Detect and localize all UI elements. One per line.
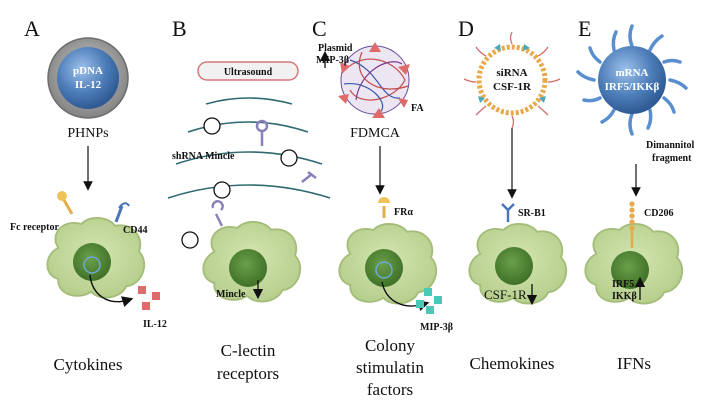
- mrna-nanoparticle: mRNA IRF5/IKKβ: [576, 24, 688, 136]
- plasmid-ring-icon-c: [375, 261, 393, 279]
- panel-e-letter: E: [578, 16, 591, 41]
- category-clectin-line2: receptors: [217, 364, 279, 383]
- panel-c: C Plasmid MIP-3β FA FDMCA: [312, 16, 453, 399]
- fr-alpha-receptor-icon: [378, 197, 390, 218]
- plasmid-label-line2: MIP-3β: [316, 55, 349, 66]
- shrna-vector-icons: [211, 119, 317, 227]
- fa-label: FA: [411, 103, 424, 114]
- il12-label: IL-12: [143, 319, 167, 330]
- plasmid-ring-icon: [83, 256, 101, 274]
- panel-d-letter: D: [458, 16, 474, 41]
- macrophage-e: [584, 222, 684, 305]
- irf5-label: IRF5: [612, 279, 634, 290]
- cd44-label: CD44: [123, 225, 147, 236]
- sirna-cargo-line1: siRNA: [496, 67, 527, 79]
- mincle-label: Mincle: [216, 289, 246, 300]
- panel-a: A pDNA IL-12 PHNPs Fc receptor CD44: [10, 16, 167, 374]
- macrophage-a: [46, 216, 146, 307]
- panel-b-letter: B: [172, 16, 187, 41]
- dimannitol-label-line1: Dimannitol: [646, 140, 695, 151]
- category-csf-line1: Colony: [365, 336, 416, 355]
- category-cytokines: Cytokines: [54, 355, 123, 374]
- mip3b-squares: [416, 288, 442, 314]
- mip3b-label: MIP-3β: [420, 322, 453, 333]
- macrophage-b: [202, 220, 302, 303]
- mrna-cargo-line1: mRNA: [616, 67, 649, 79]
- sirna-nanoparticle: siRNA CSF-1R: [463, 31, 561, 129]
- mrna-cargo-line2: IRF5/IKKβ: [605, 81, 660, 93]
- fc-receptor-icon: [57, 191, 74, 215]
- ikkb-label: IKKβ: [612, 291, 637, 302]
- panel-a-letter: A: [24, 16, 40, 41]
- sr-b1-receptor-icon: [501, 203, 515, 222]
- fr-alpha-label: FRα: [394, 207, 413, 218]
- phnp-label: PHNPs: [67, 126, 108, 141]
- category-chemokines: Chemokines: [470, 354, 555, 373]
- cd44-receptor-icon: [114, 202, 130, 223]
- microbubbles: [181, 117, 298, 249]
- fdmca-nanoparticle: [338, 42, 410, 118]
- ultrasound-label: Ultrasound: [224, 67, 273, 78]
- sr-b1-label: SR-B1: [518, 208, 546, 219]
- fc-receptor-label: Fc receptor: [10, 222, 60, 233]
- panel-c-letter: C: [312, 16, 327, 41]
- ultrasound-probe: Ultrasound: [197, 61, 299, 81]
- macrophage-d: [468, 222, 568, 306]
- category-ifns: IFNs: [617, 354, 651, 373]
- dimannitol-label-line2: fragment: [652, 153, 692, 164]
- phnp-nanoparticle: pDNA IL-12: [47, 37, 129, 119]
- cd206-label: CD206: [644, 208, 673, 219]
- shrna-mincle-label: shRNA Mincle: [172, 151, 235, 162]
- category-clectin-line1: C-lectin: [221, 341, 276, 360]
- panel-d: D siRNA CSF-1R SR-B1 CSF-1R Chemok: [458, 16, 568, 373]
- fdmca-label: FDMCA: [350, 126, 401, 141]
- category-csf-line3: factors: [367, 380, 413, 399]
- cd206-receptor-icon: [629, 201, 635, 248]
- phnp-cargo-line2: IL-12: [75, 79, 102, 91]
- panel-e: E mRNA IRF5/IKKβ Dimannitol fragment CD2…: [576, 16, 695, 373]
- macrophage-c: [338, 222, 438, 311]
- ultrasound-waves: [167, 97, 331, 199]
- category-csf-line2: stimulatin: [356, 358, 425, 377]
- phnp-cargo-line1: pDNA: [73, 65, 103, 77]
- panel-b: B Ultrasound shRNA Mincle Minc: [167, 16, 331, 383]
- csf1r-label: CSF-1R: [484, 287, 527, 302]
- plasmid-label-line1: Plasmid: [318, 43, 353, 54]
- sirna-cargo-line2: CSF-1R: [493, 81, 532, 93]
- il12-squares: [138, 286, 160, 310]
